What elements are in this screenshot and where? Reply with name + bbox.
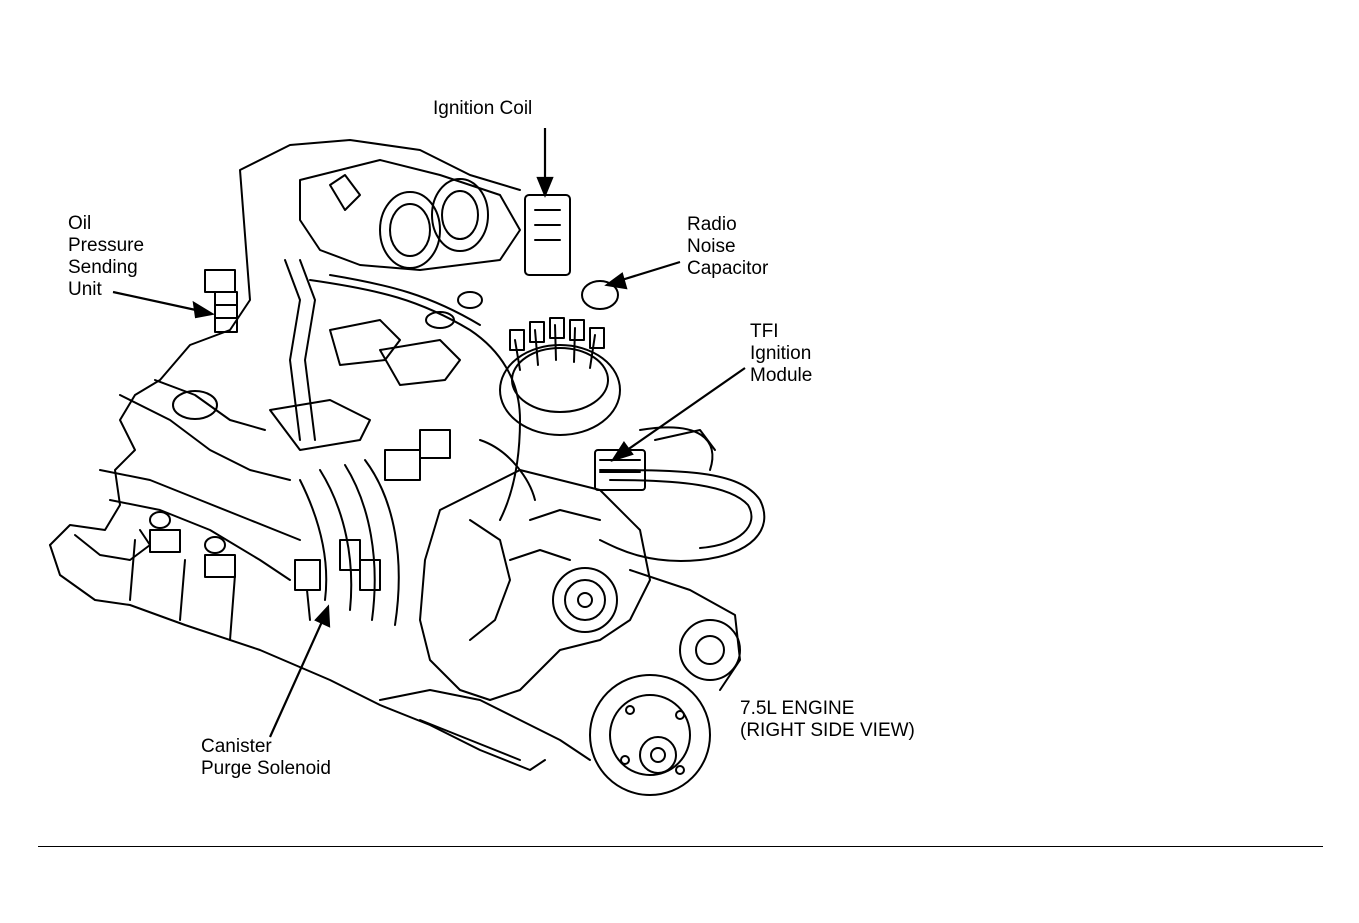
bottom-divider — [38, 846, 1323, 847]
oil-pressure-line-1: Oil — [68, 213, 92, 234]
diagram-caption: 7.5L ENGINE (RIGHT SIDE VIEW) — [740, 698, 915, 742]
canister-line-1: Canister — [201, 736, 272, 757]
radio-noise-line-1: Radio — [687, 214, 737, 235]
tfi-line-1: TFI — [750, 321, 779, 342]
tfi-line-2: Ignition — [750, 343, 812, 364]
tfi-line-3: Module — [750, 365, 813, 386]
oil-pressure-line-4: Unit — [68, 279, 102, 300]
caption-line-1: 7.5L ENGINE — [740, 698, 855, 719]
ignition-coil-line-1: Ignition Coil — [433, 98, 533, 119]
ignition-coil-label: Ignition Coil — [433, 98, 532, 120]
oil-pressure-line-3: Sending — [68, 257, 138, 278]
radio-noise-line-2: Noise — [687, 236, 736, 257]
radio-noise-line-3: Capacitor — [687, 258, 769, 279]
canister-line-2: Purge Solenoid — [201, 758, 331, 779]
tfi-ignition-module-label: TFI Ignition Module — [750, 321, 812, 387]
oil-pressure-line-2: Pressure — [68, 235, 145, 256]
oil-pressure-sending-unit-label: Oil Pressure Sending Unit — [68, 213, 144, 301]
caption-line-2: (RIGHT SIDE VIEW) — [740, 720, 915, 741]
radio-noise-capacitor-label: Radio Noise Capacitor — [687, 214, 768, 280]
canister-purge-solenoid-label: Canister Purge Solenoid — [201, 736, 331, 780]
